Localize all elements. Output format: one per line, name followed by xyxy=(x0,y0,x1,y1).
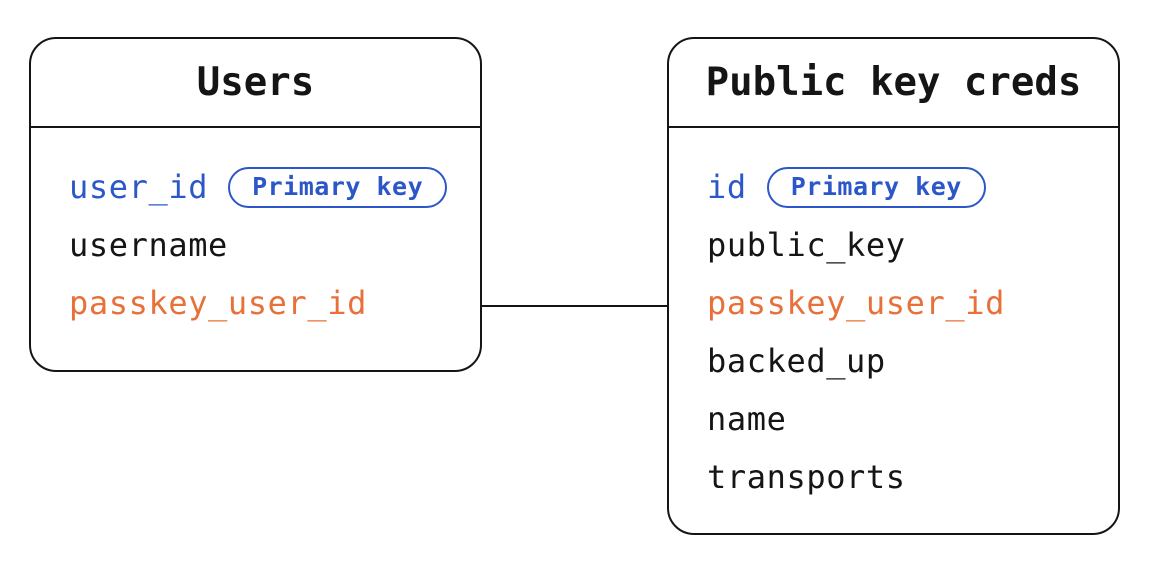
field-name: transports xyxy=(707,458,906,496)
field-row: name xyxy=(707,390,1080,448)
field-row: public_key xyxy=(707,216,1080,274)
field-row: user_id Primary key xyxy=(69,158,448,216)
table-public-key-creds: Public key creds id Primary key public_key… xyxy=(667,37,1120,535)
table-users-header: Users xyxy=(31,39,480,128)
field-name: public_key xyxy=(707,226,906,264)
field-name: user_id xyxy=(69,168,209,206)
field-row: transports xyxy=(707,448,1080,506)
field-row: passkey_user_id xyxy=(69,274,442,332)
field-name: id xyxy=(707,168,747,206)
field-name: backed_up xyxy=(707,342,886,380)
table-title: Public key creds xyxy=(705,60,1082,105)
primary-key-badge: Primary key xyxy=(766,166,986,208)
field-row: id Primary key xyxy=(707,158,1080,216)
field-name: username xyxy=(69,226,228,264)
field-row: backed_up xyxy=(707,332,1080,390)
table-public-key-creds-header: Public key creds xyxy=(669,39,1118,128)
field-name: passkey_user_id xyxy=(707,284,1005,322)
field-row: username xyxy=(69,216,442,274)
field-name: passkey_user_id xyxy=(69,284,367,322)
primary-key-badge: Primary key xyxy=(228,166,448,208)
field-name: name xyxy=(707,400,787,438)
field-row: passkey_user_id xyxy=(707,274,1080,332)
relationship-line xyxy=(481,305,668,307)
table-title: Users xyxy=(196,60,315,105)
